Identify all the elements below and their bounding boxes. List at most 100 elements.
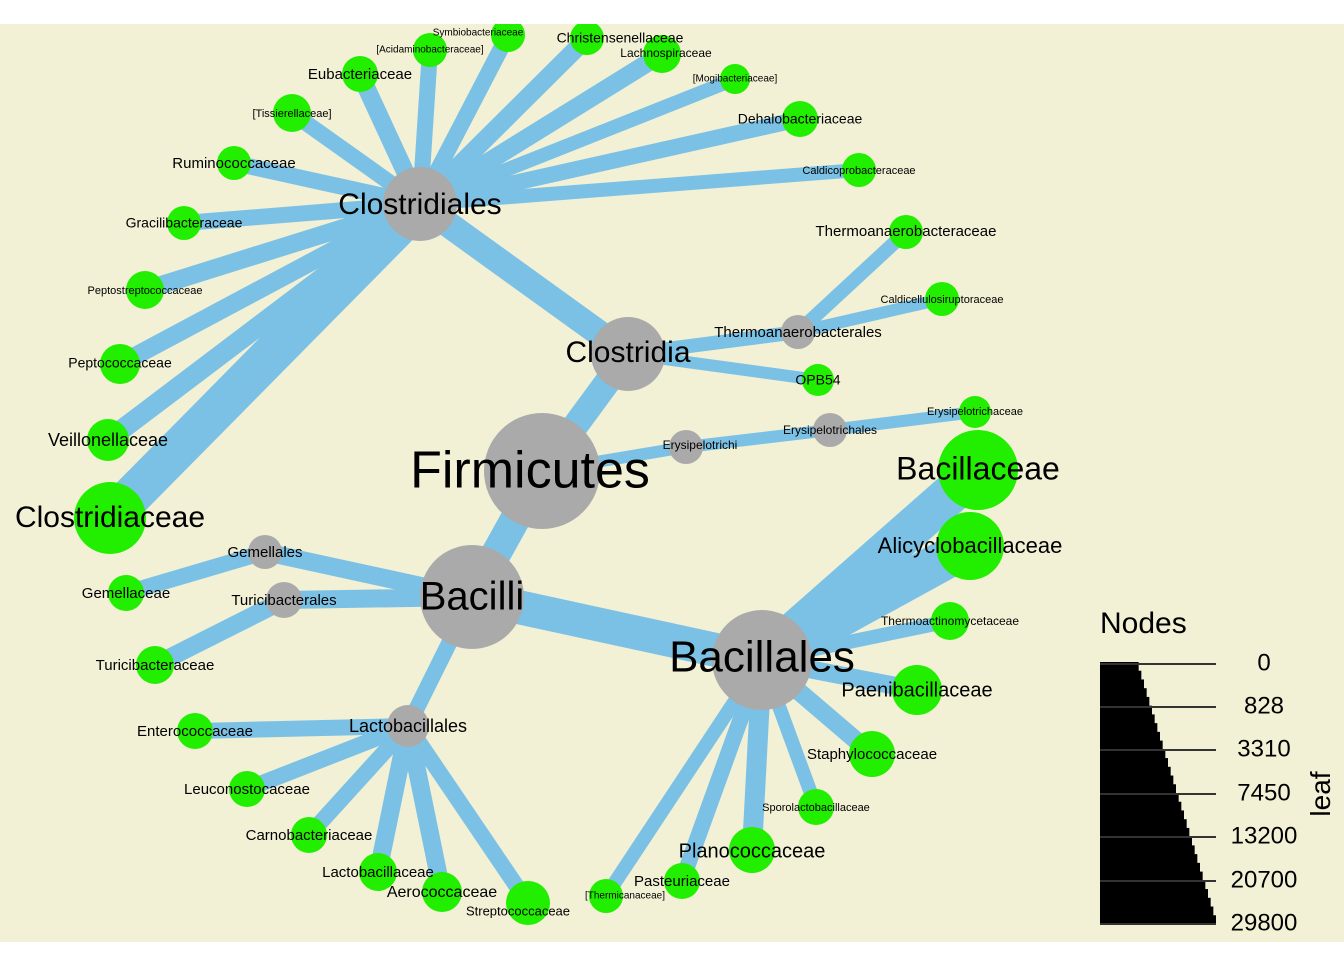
leaf-node-staphylococcaceae: [849, 731, 895, 777]
edge-clostridia-clostridiales: [412, 193, 636, 365]
legend-bar: [1100, 731, 1160, 742]
leaf-node-carnobacteriaceae: [291, 817, 327, 853]
legend-bar: [1100, 915, 1216, 925]
edge-clostridiales-caldicoprobacteraceae: [419, 163, 860, 211]
node-label-turicibacterales: Turicibacterales: [231, 592, 336, 609]
node-label-opb54: OPB54: [795, 372, 840, 388]
node-label-leuconostocaceae: Leuconostocaceae: [184, 781, 310, 798]
internal-node-lactobacillales: [387, 705, 429, 747]
legend-bar: [1100, 723, 1158, 733]
leaf-node-planococcaceae: [729, 827, 775, 873]
internal-node-erysipelotrichales: [813, 413, 847, 447]
legend-bar: [1100, 880, 1206, 890]
tree-diagram: FirmicutesClostridiaBacilliErysipelotric…: [0, 24, 1344, 942]
node-label-erysipelotrichaceae: Erysipelotrichaceae: [927, 406, 1023, 418]
leaf-node-alicyclobacillaceae: [936, 512, 1004, 580]
node-label-clostridia: Clostridia: [565, 336, 690, 369]
node-label-mogibacteriaceae: [Mogibacteriaceae]: [693, 74, 778, 85]
node-label-clostridiaceae: Clostridiaceae: [15, 501, 205, 534]
node-label-streptococcaceae: Streptococcaceae: [466, 903, 570, 918]
legend-bar: [1100, 889, 1208, 899]
node-label-gemellales: Gemellales: [227, 544, 302, 561]
legend-bar: [1100, 827, 1190, 838]
leaf-node-acidaminobacteraceae: [413, 33, 447, 67]
node-label-thermoactinomycetaceae: Thermoactinomycetaceae: [881, 614, 1019, 628]
legend-tick-label: 3310: [1237, 735, 1290, 762]
edge-erysipelotrichales-erysipelotrichaceae: [829, 406, 976, 436]
leaf-node-caldicoprobacteraceae: [842, 153, 876, 187]
node-label-bacillaceae: Bacillaceae: [896, 450, 1060, 486]
node-label-eubacteriaceae: Eubacteriaceae: [308, 66, 412, 83]
leaf-node-peptococcaceae: [100, 344, 140, 384]
internal-node-firmicutes: [484, 413, 600, 529]
leaf-node-symbiobacteriaceae: [491, 24, 525, 52]
edge-clostridiales-clostridiaceae: [95, 189, 435, 533]
node-label-turicibacteraceae: Turicibacteraceae: [96, 657, 215, 674]
node-label-firmicutes: Firmicutes: [410, 442, 650, 500]
legend-bar: [1100, 871, 1203, 881]
leaf-node-thermoactinomycetaceae: [931, 602, 969, 640]
legend-bar: [1100, 670, 1142, 681]
edge-clostridiales-lachnospiraceae: [415, 46, 667, 212]
leaf-node-dehalobacteriaceae: [782, 101, 818, 137]
edge-clostridiales-veillonellaceae: [101, 196, 427, 448]
leaf-node-ruminococcaceae: [217, 146, 251, 180]
leaf-node-leuconostocaceae: [229, 771, 265, 807]
leaf-node-thermicanaceae: [589, 879, 623, 913]
node-label-erysipelotrichales: Erysipelotrichales: [783, 423, 877, 437]
labels-layer: FirmicutesClostridiaBacilliErysipelotric…: [15, 28, 1062, 919]
node-label-thermoanaerobacterales: Thermoanaerobacterales: [714, 324, 882, 341]
legend-bar: [1100, 688, 1147, 698]
node-label-peptostreptococcaceae: Peptostreptococcaceae: [88, 285, 203, 297]
legend-bar: [1100, 810, 1184, 820]
legend-bar: [1100, 749, 1166, 759]
node-label-symbiobacteriaceae: Symbiobacteriaceae: [433, 28, 524, 39]
node-label-sporolactobacillaceae: Sporolactobacillaceae: [762, 802, 870, 814]
edge-erysipelotrichi-erysipelotrichales: [685, 424, 831, 453]
legend-bar: [1100, 679, 1144, 689]
edge-clostridiales-peptostreptococcaceae: [142, 195, 423, 299]
legend-bar: [1100, 906, 1214, 916]
legend-bar: [1100, 705, 1152, 715]
node-label-bacillales: Bacillales: [669, 633, 855, 682]
node-label-staphylococcaceae: Staphylococcaceae: [807, 746, 937, 763]
legend-bar: [1100, 836, 1192, 846]
node-label-thermoanaerobacteraceae: Thermoanaerobacteraceae: [816, 223, 997, 240]
legend-axis-label: leaf: [1305, 771, 1336, 816]
node-label-lachnospiraceae: Lachnospiraceae: [620, 46, 712, 60]
internal-node-erysipelotrichi: [669, 430, 703, 464]
edge-clostridiales-dehalobacteriaceae: [418, 111, 802, 212]
internal-node-bacillales: [712, 610, 812, 710]
legend-bar: [1100, 775, 1174, 785]
legend-bar: [1100, 696, 1150, 707]
leaf-node-lactobacillaceae: [359, 853, 397, 891]
edge-gemellales-gemellaceae: [123, 544, 268, 601]
internal-node-bacilli: [420, 545, 524, 649]
node-label-ruminococcaceae: Ruminococcaceae: [172, 155, 295, 172]
leaf-node-pasteuriaceae: [664, 863, 700, 899]
node-label-lactobacillaceae: Lactobacillaceae: [322, 864, 434, 881]
leaf-node-paenibacillaceae: [892, 665, 942, 715]
legend-tick-label: 7450: [1237, 779, 1290, 806]
internal-node-clostridiales: [383, 167, 457, 241]
node-label-dehalobacteriaceae: Dehalobacteriaceae: [738, 111, 863, 127]
leaf-node-turicibacteraceae: [136, 646, 174, 684]
node-label-thermicanaceae: [Thermicanaceae]: [585, 891, 665, 902]
edge-lactobacillales-aerococcaceae: [399, 724, 451, 894]
internal-node-turicibacterales: [266, 582, 302, 618]
leaf-node-veillonellaceae: [87, 419, 129, 461]
node-label-pasteuriaceae: Pasteuriaceae: [634, 873, 730, 890]
node-label-planococcaceae: Planococcaceae: [679, 840, 826, 862]
node-label-caldicellulosiruptoraceae: Caldicellulosiruptoraceae: [881, 294, 1004, 306]
legend-bar: [1100, 714, 1155, 724]
leaf-node-bacillaceae: [938, 430, 1018, 510]
legend-tick-label: 29800: [1231, 909, 1298, 936]
leaf-node-thermoanaerobacteraceae: [889, 215, 923, 249]
edge-lactobacillales-lactobacillaceae: [369, 724, 417, 874]
edge-thermoanaerobacterales-thermoanaerobacteraceae: [793, 226, 911, 338]
node-label-gemellaceae: Gemellaceae: [82, 585, 170, 602]
leaf-node-gemellaceae: [108, 575, 144, 611]
